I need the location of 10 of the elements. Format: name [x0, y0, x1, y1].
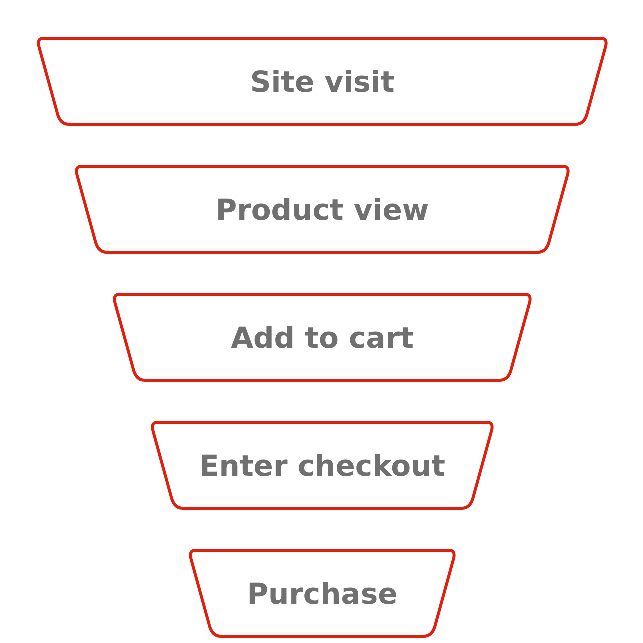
- stage-label: Site visit: [250, 64, 395, 98]
- funnel-stage: [35, 37, 610, 126]
- stage-label: Add to cart: [231, 320, 414, 354]
- funnel-stage: [111, 293, 534, 382]
- funnel-stage: [73, 165, 572, 254]
- funnel-stage: [187, 549, 458, 638]
- stage-label: Purchase: [247, 576, 398, 610]
- stage-label: Product view: [216, 192, 430, 226]
- funnel-stage: [149, 421, 496, 510]
- stage-label: Enter checkout: [199, 448, 446, 482]
